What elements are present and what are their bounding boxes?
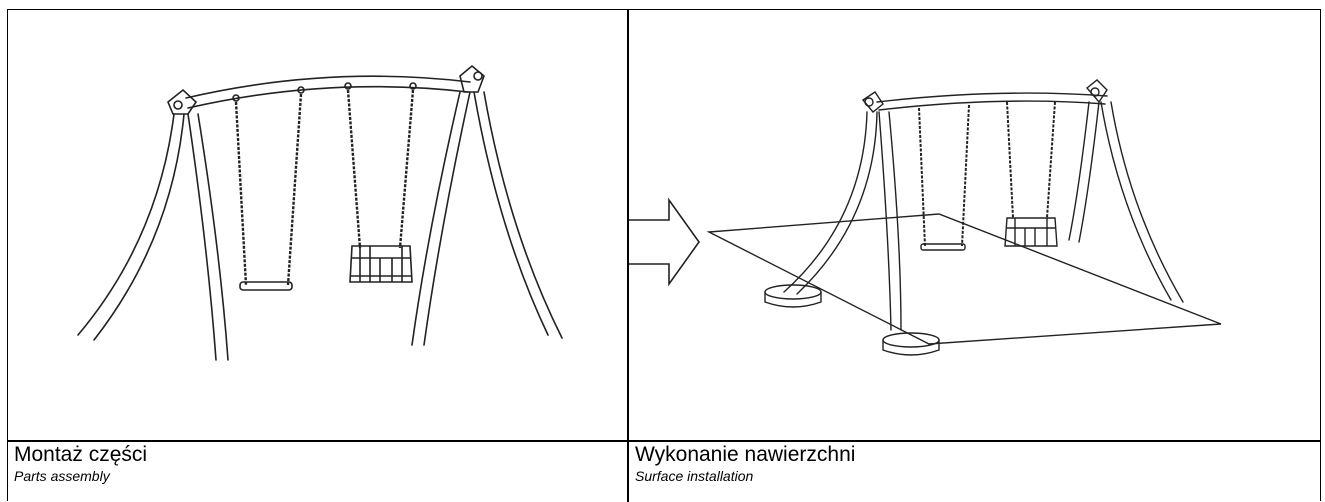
instruction-sheet: Montaż części Parts assembly Wykonanie n… bbox=[7, 9, 1321, 502]
column-divider bbox=[627, 10, 629, 502]
caption-divider bbox=[8, 440, 1320, 442]
surface-illustration bbox=[629, 10, 1319, 440]
caption-assembly: Montaż części Parts assembly bbox=[14, 442, 147, 484]
swing-set-drawing bbox=[77, 64, 563, 361]
caption-subtitle: Surface installation bbox=[635, 468, 754, 484]
caption-subtitle: Parts assembly bbox=[14, 468, 110, 484]
caption-title: Wykonanie nawierzchni bbox=[635, 443, 856, 466]
caption-title: Montaż części bbox=[14, 443, 148, 466]
assembly-illustration bbox=[8, 10, 627, 440]
caption-surface: Wykonanie nawierzchni Surface installati… bbox=[635, 442, 855, 484]
swing-set-surface-drawing bbox=[629, 79, 1222, 356]
right-arrow-icon bbox=[629, 197, 700, 287]
